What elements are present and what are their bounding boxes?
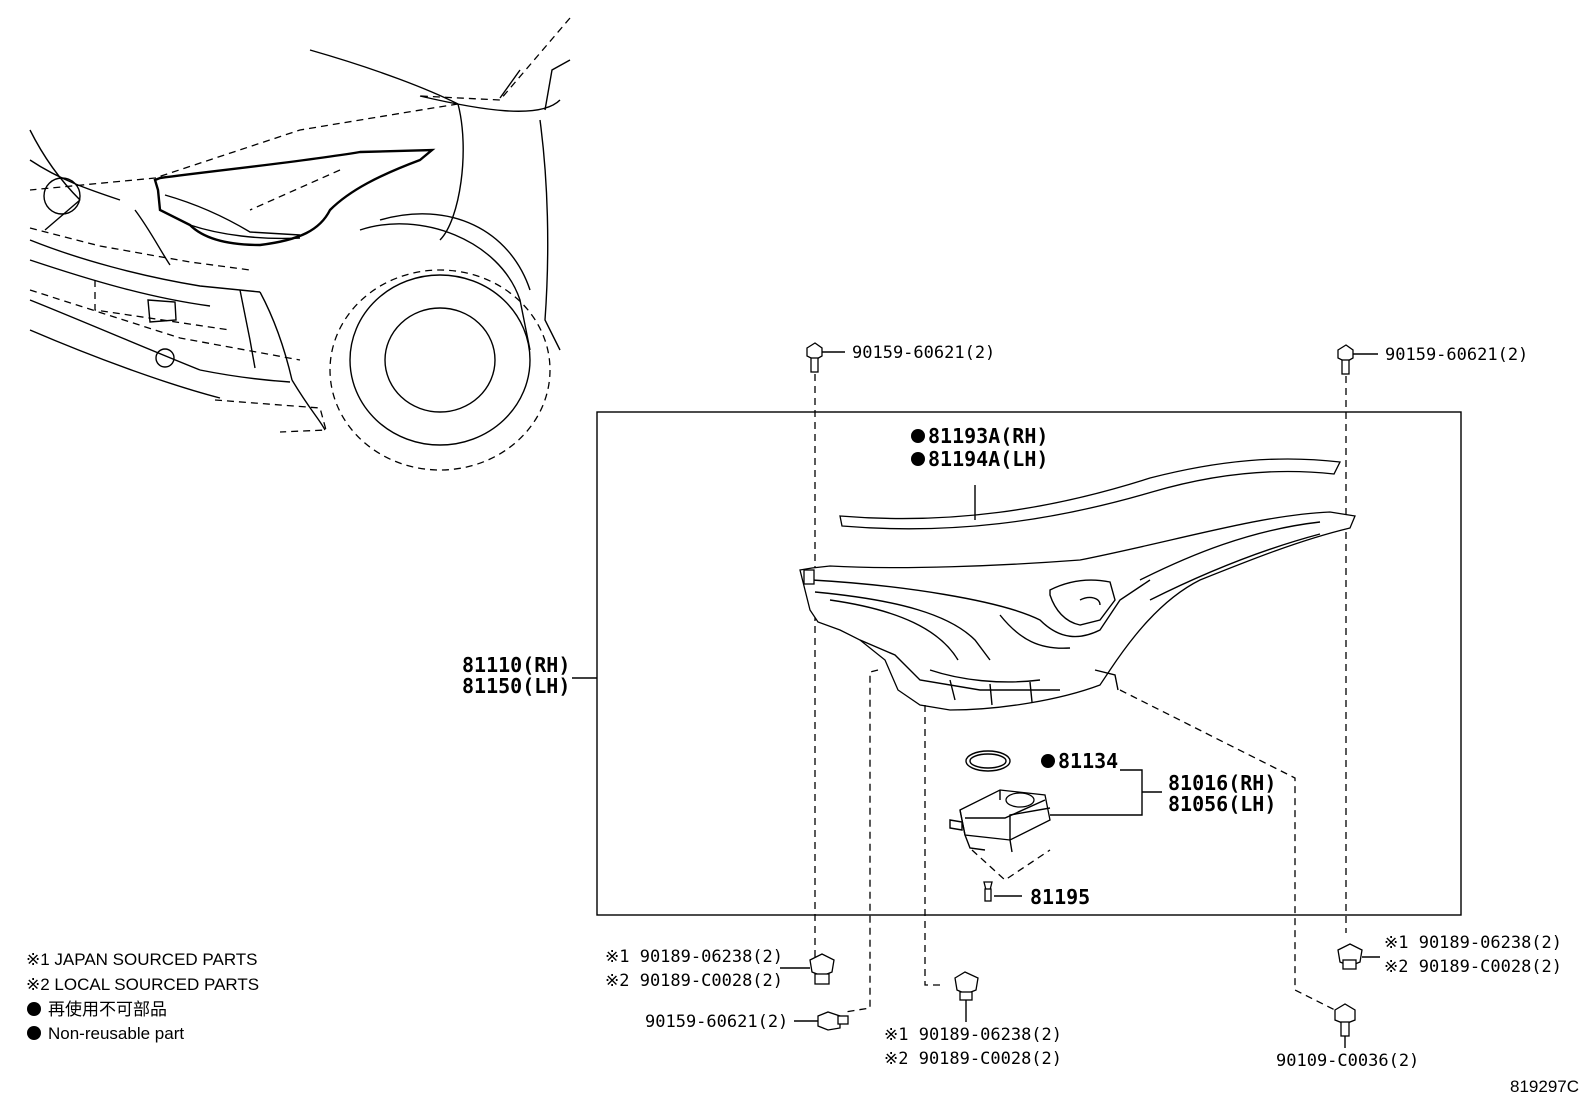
legend-local: ※2 LOCAL SOURCED PARTS [26,975,259,994]
clip-left: ※1 90189-06238(2) ※2 90189-C0028(2) [605,947,835,991]
vehicle-overview [29,17,571,471]
moulding-strip: 81193A(RH) 81194A(LH) [839,424,1341,530]
legend-nonreuse-en: Non-reusable part [48,1024,184,1043]
bolt-bottom-right: 90109-C0036(2) [1276,1003,1419,1071]
clip-right: ※1 90189-06238(2) ※2 90189-C0028(2) [1337,933,1562,977]
non-reusable-dot-icon [27,1026,41,1040]
headlamp-assembly [799,511,1356,711]
bolt-top-left-label: 90159-60621(2) [852,343,995,363]
gasket-81134: 81134 [965,749,1118,773]
clip-left-label-1: ※1 90189-06238(2) [605,947,783,967]
non-reusable-dot-icon [911,429,925,443]
computer-lh-label: 81056(LH) [1168,792,1276,816]
legend-nonreuse-jp: 再使用不可部品 [48,999,167,1019]
moulding-lh-label: 81194A(LH) [928,447,1048,471]
legend: ※1 JAPAN SOURCED PARTS ※2 LOCAL SOURCED … [26,950,259,1043]
non-reusable-dot-icon [1041,754,1055,768]
moulding-rh-label: 81193A(RH) [928,424,1048,448]
clip-right-label-1: ※1 90189-06238(2) [1384,933,1562,953]
headlamp-lh-label: 81150(LH) [462,674,570,698]
clip-center-label-2: ※2 90189-C0028(2) [884,1049,1062,1069]
bolt-bottom-left: 90159-60621(2) [645,1011,849,1032]
bolt-bottom-right-label: 90109-C0036(2) [1276,1051,1419,1071]
bolt-top-right: 90159-60621(2) [1337,344,1528,375]
screw-81195: 81195 [983,881,1090,909]
assembly-frame [596,411,1462,916]
clip-center: ※1 90189-06238(2) ※2 90189-C0028(2) [884,971,1062,1069]
clip-left-label-2: ※2 90189-C0028(2) [605,971,783,991]
figure-id: 819297C [1510,1077,1579,1096]
bolt-top-left: 90159-60621(2) [806,342,995,373]
gasket-label: 81134 [1058,749,1118,773]
bolt-bottom-left-label: 90159-60621(2) [645,1012,788,1032]
headlamp-rh-label: 81110(RH) [462,653,570,677]
clip-center-label-1: ※1 90189-06238(2) [884,1025,1062,1045]
clip-right-label-2: ※2 90189-C0028(2) [1384,957,1562,977]
legend-japan: ※1 JAPAN SOURCED PARTS [26,950,258,969]
screw-label: 81195 [1030,885,1090,909]
non-reusable-dot-icon [27,1002,41,1016]
bolt-top-right-label: 90159-60621(2) [1385,345,1528,365]
non-reusable-dot-icon [911,452,925,466]
computer-rh-label: 81016(RH) [1168,771,1276,795]
headlamp-computer [949,789,1051,881]
